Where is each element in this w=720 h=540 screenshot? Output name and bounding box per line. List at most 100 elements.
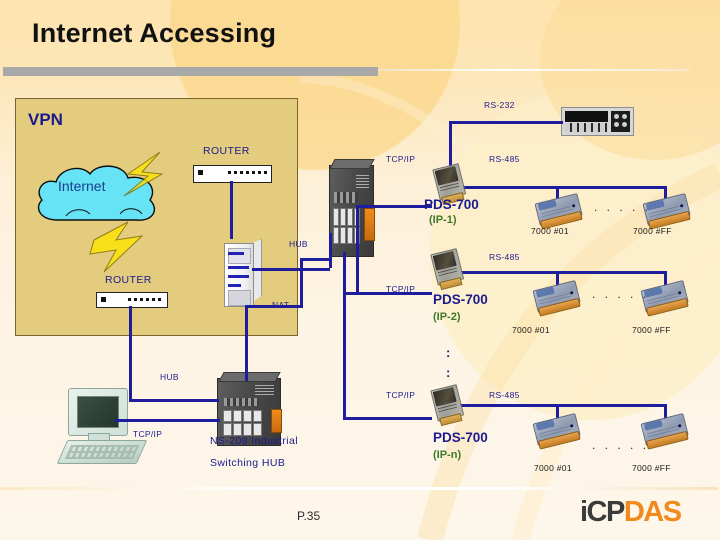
switch-branding	[255, 384, 275, 396]
switch-port-block	[223, 409, 262, 437]
serial-instrument-icon	[561, 107, 634, 136]
router-bottom-icon	[96, 292, 168, 308]
instrument-display	[565, 111, 608, 122]
pds-700-ip-3: (IP-n)	[433, 449, 462, 461]
module-7000-2a-label: 7000 #01	[512, 325, 550, 335]
nat-server-front	[224, 243, 254, 307]
module-7000-1a-label: 7000 #01	[531, 226, 569, 236]
wire-switch-uplink	[245, 305, 248, 381]
title-rule-thin	[378, 69, 690, 71]
router-led-icon	[128, 298, 131, 301]
wire-rs485-drop-1a	[556, 186, 559, 202]
router-power-led-icon	[198, 170, 203, 175]
continuation-dots-1: :	[446, 345, 451, 360]
module-7000-3a-label: 7000 #01	[534, 463, 572, 473]
wire-tcpip-branch-2	[343, 292, 432, 295]
wire-rs485-drop-1b	[664, 186, 667, 202]
logo-text-icp: iCP	[580, 496, 625, 528]
tcpip-label-3: TCP/IP	[386, 390, 416, 400]
title-rule-gray	[3, 67, 378, 76]
vpn-label: VPN	[28, 110, 63, 129]
wire-router-to-nat	[230, 181, 233, 239]
workstation-pc-icon	[56, 388, 148, 466]
footer-rule	[0, 487, 718, 490]
rs485-label-1: RS-485	[489, 154, 520, 164]
switch-name-line2: Switching HUB	[210, 457, 286, 469]
wire-tcpip-trunk-2	[356, 252, 359, 292]
switch-terminal-block	[364, 208, 375, 241]
wire-tcpip-branch-1-v	[356, 205, 359, 253]
wire-switch-uplink-h	[245, 305, 303, 308]
wire-switch-uplink-top	[300, 258, 332, 261]
pds-700-name-2: PDS-700	[433, 292, 488, 307]
wire-rs485-bus-2	[455, 271, 667, 274]
wire-rs485-drop-2a	[556, 271, 559, 287]
router-led-icon	[264, 171, 267, 174]
nat-server-icon	[224, 239, 262, 307]
wire-router2-to-switch	[129, 399, 219, 402]
wire-rs485-drop-3b	[664, 404, 667, 420]
wire-pc-to-switch	[115, 419, 220, 422]
switch-branding	[355, 174, 369, 189]
switch-top-rail	[328, 159, 375, 169]
nat-indicator	[228, 266, 249, 269]
pc-keyboard	[56, 440, 148, 464]
pc-monitor	[68, 388, 128, 436]
pds-700-name-3: PDS-700	[433, 430, 488, 445]
switch-top-icon	[328, 159, 375, 257]
router-led-icon	[234, 171, 237, 174]
nat-drive-bay	[228, 248, 251, 264]
nat-indicator	[228, 252, 244, 255]
nat-indicator	[228, 275, 249, 278]
pds-700-ip-1: (IP-1)	[429, 214, 457, 226]
wire-rs485-bus-1	[461, 186, 667, 189]
page-title: Internet Accessing	[32, 18, 277, 48]
module-7000-1b-label: 7000 #FF	[633, 226, 672, 236]
switch-terminal-block	[271, 409, 282, 434]
router-led-icon	[240, 171, 243, 174]
continuation-dots-2: :	[446, 365, 451, 380]
wire-switch-uplink-v	[300, 258, 303, 306]
hub-bottom-label: HUB	[160, 372, 179, 382]
wire-rs485-drop-2b	[664, 271, 667, 287]
ellipsis-3: . . . . .	[592, 438, 650, 452]
wire-rs485-drop-3a	[556, 404, 559, 420]
pds-700-name-1: PDS-700	[424, 197, 479, 212]
rs485-label-3: RS-485	[489, 390, 520, 400]
router-top-label: ROUTER	[203, 145, 250, 157]
router-led-icon	[228, 171, 231, 174]
pds-700-ip-2: (IP-2)	[433, 311, 461, 323]
router-led-icon	[140, 298, 143, 301]
nat-lower-panel	[228, 290, 251, 306]
hub-top-label: HUB	[289, 239, 308, 249]
icpdas-logo: iCPDAS	[580, 496, 682, 529]
tcpip-pc-label: TCP/IP	[133, 429, 163, 439]
tcpip-label-1: TCP/IP	[386, 154, 416, 164]
instrument-keypad	[565, 123, 608, 132]
switch-led-strip-icon	[224, 397, 259, 406]
ellipsis-1: . . . . .	[594, 200, 652, 214]
router-bottom-label: ROUTER	[105, 274, 152, 286]
router-led-icon	[252, 171, 255, 174]
wire-hub-trunk-a	[329, 233, 332, 268]
switch-led-strip-icon	[334, 192, 358, 203]
module-7000-2b-label: 7000 #FF	[632, 325, 671, 335]
wire-tcpip-trunk	[343, 252, 346, 420]
internet-cloud-label: Internet	[58, 178, 106, 194]
wire-tcpip-branch-1	[356, 205, 432, 208]
router-top-icon	[193, 165, 272, 183]
router-led-icon	[152, 298, 155, 301]
router-power-led-icon	[101, 297, 106, 302]
router-led-icon	[158, 298, 161, 301]
wire-rs485-bus-3	[455, 404, 667, 407]
switch-ns208-icon	[217, 372, 282, 446]
rs232-label: RS-232	[484, 100, 515, 110]
wire-rs232-h	[449, 121, 563, 124]
wire-router2-down	[129, 306, 132, 399]
instrument-knob-panel	[611, 111, 630, 132]
router-led-icon	[146, 298, 149, 301]
wire-nat-to-hub	[252, 268, 330, 271]
tcpip-label-2: TCP/IP	[386, 284, 416, 294]
router-led-icon	[258, 171, 261, 174]
